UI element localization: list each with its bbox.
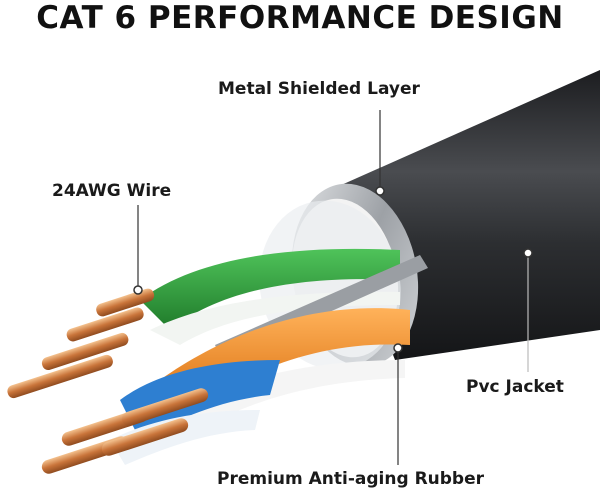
callout-awg xyxy=(133,205,143,295)
callout-metal xyxy=(375,110,385,196)
label-pvc-jacket: Pvc Jacket xyxy=(466,377,564,397)
label-metal-shielded-layer: Metal Shielded Layer xyxy=(218,79,420,99)
page-title: CAT 6 PERFORMANCE DESIGN xyxy=(36,0,564,36)
label-24awg-wire: 24AWG Wire xyxy=(52,181,172,201)
label-anti-aging-rubber: Premium Anti-aging Rubber xyxy=(217,469,485,489)
copper-conductors xyxy=(7,288,209,474)
callout-rubber xyxy=(393,343,403,465)
callout-pvc xyxy=(523,248,533,372)
